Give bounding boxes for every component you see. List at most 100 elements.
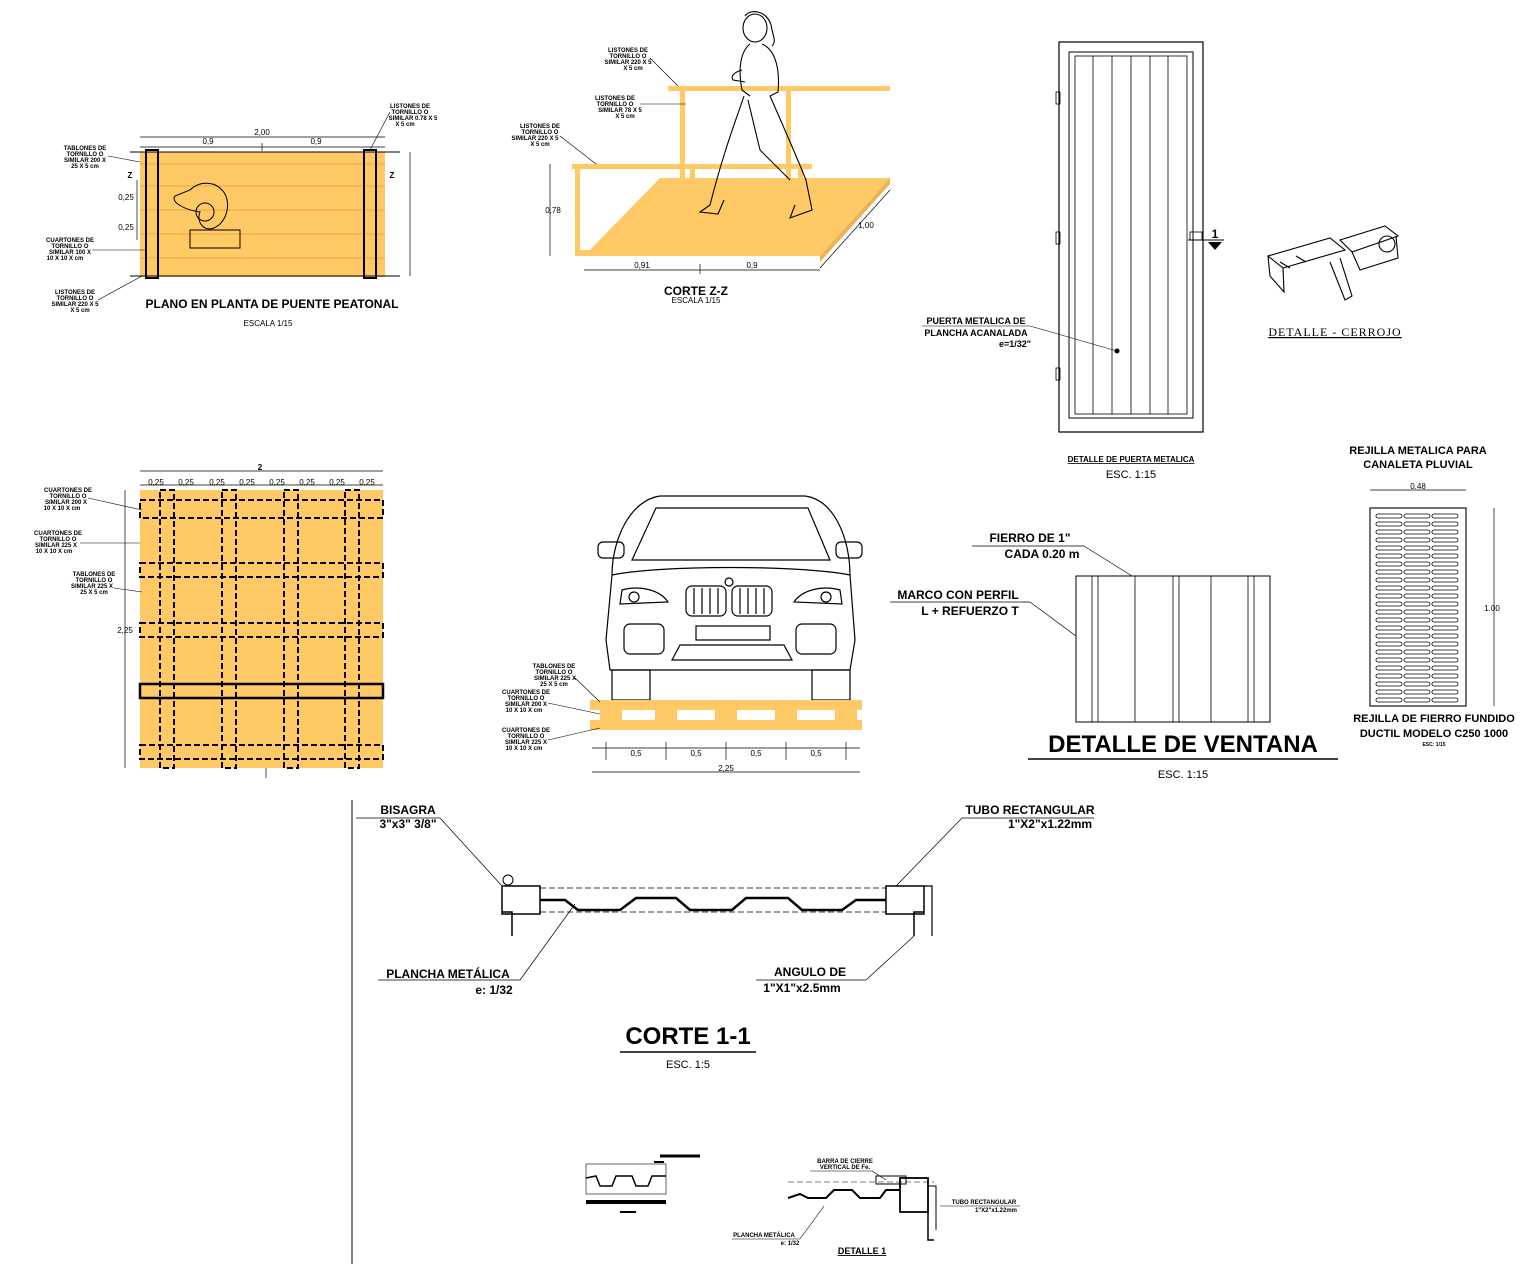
svg-text:25 X 5 cm: 25 X 5 cm [540, 682, 568, 688]
svg-text:SIMILAR 220 X 5: SIMILAR 220 X 5 [51, 302, 99, 308]
rejilla-slot [1375, 689, 1403, 695]
rejilla-slot [1375, 593, 1403, 599]
rejilla-slot [1403, 641, 1431, 647]
rejilla-slot [1403, 521, 1431, 527]
d1-plancha-1: PLANCHA METÁLICA [733, 1232, 795, 1239]
rejilla-slot [1375, 569, 1403, 575]
rejilla-slot [1431, 673, 1459, 679]
rejilla-foot-2: DUCTIL MODELO C250 1000 [1360, 728, 1508, 740]
rejilla-slot [1431, 641, 1459, 647]
small-profile [585, 1154, 700, 1213]
tablero-deck [140, 490, 383, 768]
car-front-view: TABLONES DE TORNILLO O SIMILAR 225 X 25 … [502, 495, 863, 773]
rejilla-slot [1403, 649, 1431, 655]
zz-note-2: LISTONES DE TORNILLO O SIMILAR 78 X 5 X … [595, 96, 686, 120]
plan-beam-left [145, 149, 159, 279]
rejilla-foot-1: REJILLA DE FIERRO FUNDIDO [1353, 713, 1515, 725]
tablero-note-3: TABLONES DE TORNILLO O SIMILAR 225 X 25 … [71, 572, 143, 596]
plan-note-cuartones: CUARTONES DE TORNILLO O SIMILAR 100 X 10… [46, 238, 146, 262]
rejilla-slot [1403, 585, 1431, 591]
tablero-dim-6: 0,25 [299, 478, 315, 487]
rejilla-slot [1403, 665, 1431, 671]
puerta-title: DETALLE DE PUERTA METALICA [1068, 455, 1195, 464]
ventana-fierro-2: CADA 0.20 m [1005, 547, 1080, 561]
rejilla-slot [1431, 585, 1459, 591]
corte11-angulo-1: ANGULO DE [774, 965, 846, 979]
corte11-title: CORTE 1-1 [625, 1023, 750, 1050]
plan-dim-total: 2,00 [254, 128, 270, 137]
svg-text:X 5 cm: X 5 cm [70, 308, 89, 314]
zz-dim-a: 0,91 [634, 261, 650, 270]
rejilla-slot [1375, 577, 1403, 583]
detalle-ventana: FIERRO DE 1" CADA 0.20 m MARCO CON PERFI… [890, 531, 1338, 781]
rejilla-slot [1375, 649, 1403, 655]
svg-text:TORNILLO O: TORNILLO O [76, 578, 113, 584]
cerrojo-title: DETALLE - CERROJO [1268, 325, 1401, 339]
section-arrow-icon [1208, 242, 1222, 250]
svg-text:TORNILLO O: TORNILLO O [610, 54, 647, 60]
corte11-plancha-1: PLANCHA METÁLICA [386, 966, 510, 981]
person-top-view [173, 182, 241, 249]
pallet-top [590, 700, 862, 710]
rejilla-slot [1431, 513, 1459, 519]
tablero-dim-4: 0,25 [239, 478, 255, 487]
rejilla-slot [1375, 609, 1403, 615]
d1-tubo-2: 1"X2"x1.22mm [975, 1208, 1017, 1214]
svg-text:X 5 cm: X 5 cm [615, 114, 634, 120]
rejilla-slot [1375, 641, 1403, 647]
rejilla-slot [1403, 601, 1431, 607]
rejilla-slot [1431, 625, 1459, 631]
rejilla-head-2: CANALETA PLUVIAL [1363, 459, 1473, 471]
tablero-dim-1: 0,25 [148, 478, 164, 487]
plan-deck [140, 152, 385, 277]
svg-text:TORNILLO O: TORNILLO O [536, 670, 573, 676]
zz-note-3: LISTONES DE TORNILLO O SIMILAR 220 X 5 X… [511, 124, 597, 165]
rejilla-slot [1403, 529, 1431, 535]
detalle-1: BARRA DE CIERRE VERTICAL DE Fe. TUBO REC… [732, 1159, 1020, 1256]
rejilla-slot [1375, 633, 1403, 639]
rejilla-slot [1375, 561, 1403, 567]
puerta-label-3: e=1/32" [999, 339, 1031, 349]
rejilla-slot [1431, 529, 1459, 535]
rejilla-slot [1375, 681, 1403, 687]
plan-dim-right: 0,9 [310, 137, 322, 146]
rejilla-slot [1431, 577, 1459, 583]
rejilla-slot [1403, 553, 1431, 559]
corte11-plancha-2: e: 1/32 [475, 983, 513, 997]
rejilla-slot [1403, 593, 1431, 599]
rejilla-slot [1375, 625, 1403, 631]
plan-note-tablones: TABLONES DE TORNILLO O SIMILAR 200 X 25 … [64, 146, 141, 170]
car-dim-1: 0,5 [630, 749, 642, 758]
corte11-bisagra-2: 3"x3" 3/8" [379, 817, 436, 831]
rejilla-slot [1375, 657, 1403, 663]
svg-text:TABLONES DE: TABLONES DE [64, 146, 107, 152]
rejilla-slot [1403, 625, 1431, 631]
svg-text:SIMILAR 225 X: SIMILAR 225 X [534, 676, 576, 682]
svg-text:TORNILLO O: TORNILLO O [40, 537, 77, 543]
rejilla-slot [1403, 697, 1431, 703]
puerta-frame-inner [1068, 51, 1194, 419]
rejilla-slot [1403, 577, 1431, 583]
rejilla-dim-h: 1.00 [1484, 604, 1500, 613]
puerta-label-2: PLANCHA ACANALADA [924, 328, 1028, 338]
rejilla-slot [1375, 545, 1403, 551]
car-dim-total: 2,25 [718, 764, 734, 773]
rejilla-slot [1403, 617, 1431, 623]
corte-1-1: BISAGRA 3"x3" 3/8" TUBO RECTANGULAR 1"X2… [356, 803, 1095, 1071]
ventana-title: DETALLE DE VENTANA [1048, 731, 1318, 758]
corte11-angulo-2: 1"X1"x2.5mm [763, 981, 840, 995]
rejilla-slot [1375, 513, 1403, 519]
rejilla-slot [1403, 689, 1431, 695]
zz-note-1: LISTONES DE TORNILLO O SIMILAR 220 X 5 X… [604, 48, 679, 87]
corte-zz-scale: ESCALA 1/15 [672, 296, 721, 305]
rejilla-slot [1431, 561, 1459, 567]
corte11-tubo-1: TUBO RECTANGULAR [965, 803, 1094, 817]
svg-text:25 X 5 cm: 25 X 5 cm [71, 164, 99, 170]
svg-text:X 5 cm: X 5 cm [395, 122, 414, 128]
svg-text:SIMILAR 0.78 X 5: SIMILAR 0.78 X 5 [389, 116, 438, 122]
rejilla-slot [1403, 513, 1431, 519]
svg-text:TORNILLO O: TORNILLO O [508, 734, 545, 740]
rejilla-slot [1431, 657, 1459, 663]
svg-text:SIMILAR 200 X: SIMILAR 200 X [505, 702, 547, 708]
